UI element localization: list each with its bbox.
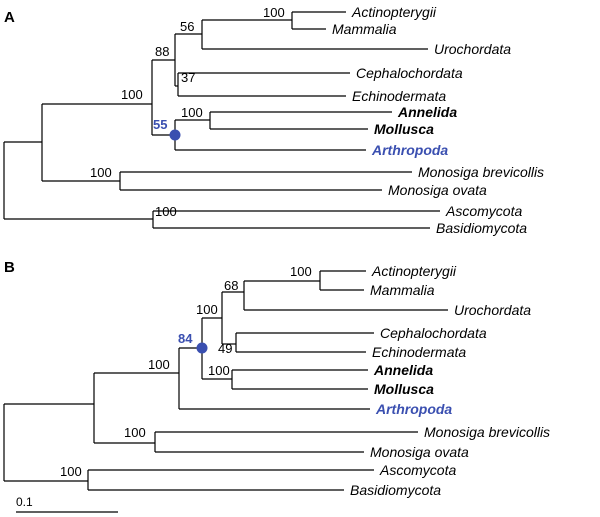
taxon-label: Arthropoda [371,142,448,158]
scale-bar: 0.1 [16,495,118,513]
taxon-label: Ascomycota [445,203,522,219]
support-value: 100 [148,357,170,372]
support-value: 100 [208,363,230,378]
taxon-label: Mammalia [332,21,397,37]
taxon-label: Annelida [373,362,433,378]
taxon-label: Ascomycota [379,462,456,478]
panel-a: A [3,4,544,236]
support-value: 100 [196,302,218,317]
taxon-label: Monosiga ovata [388,182,487,198]
taxon-label: Actinopterygii [351,4,437,20]
support-value: 100 [181,105,203,120]
panel-a-label: A [4,9,15,26]
taxon-label: Monosiga brevicollis [424,424,550,440]
support-value: 100 [263,5,285,20]
support-value: 100 [290,264,312,279]
support-value: 100 [155,204,177,219]
taxon-label: Basidiomycota [350,482,441,498]
taxon-label: Basidiomycota [436,220,527,236]
support-value: 100 [90,165,112,180]
support-value: 100 [124,425,146,440]
taxon-label: Urochordata [454,302,531,318]
panel-b: B [3,259,550,498]
panel-b-label: B [4,259,15,276]
taxon-label: Mammalia [370,282,435,298]
taxon-label: Monosiga brevicollis [418,164,544,180]
taxon-label: Urochordata [434,41,511,57]
taxon-label: Actinopterygii [371,263,457,279]
support-value: 100 [121,87,143,102]
taxon-label: Annelida [397,104,457,120]
taxon-label: Arthropoda [375,401,452,417]
taxon-label: Monosiga ovata [370,444,469,460]
support-value: 37 [181,70,195,85]
taxon-label: Cephalochordata [356,65,463,81]
scale-bar-label: 0.1 [16,495,33,509]
taxon-label: Cephalochordata [380,325,487,341]
support-value: 56 [180,19,194,34]
support-value: 100 [60,464,82,479]
taxon-label: Echinodermata [372,344,466,360]
highlight-node-a [169,129,181,141]
support-value: 68 [224,278,238,293]
taxon-label: Echinodermata [352,88,446,104]
taxon-label: Mollusca [374,381,434,397]
support-value: 49 [218,341,232,356]
support-value-highlight: 84 [178,331,193,346]
support-value: 88 [155,44,169,59]
support-value-highlight: 55 [153,117,167,132]
highlight-node-b [196,342,208,354]
taxon-label: Mollusca [374,121,434,137]
